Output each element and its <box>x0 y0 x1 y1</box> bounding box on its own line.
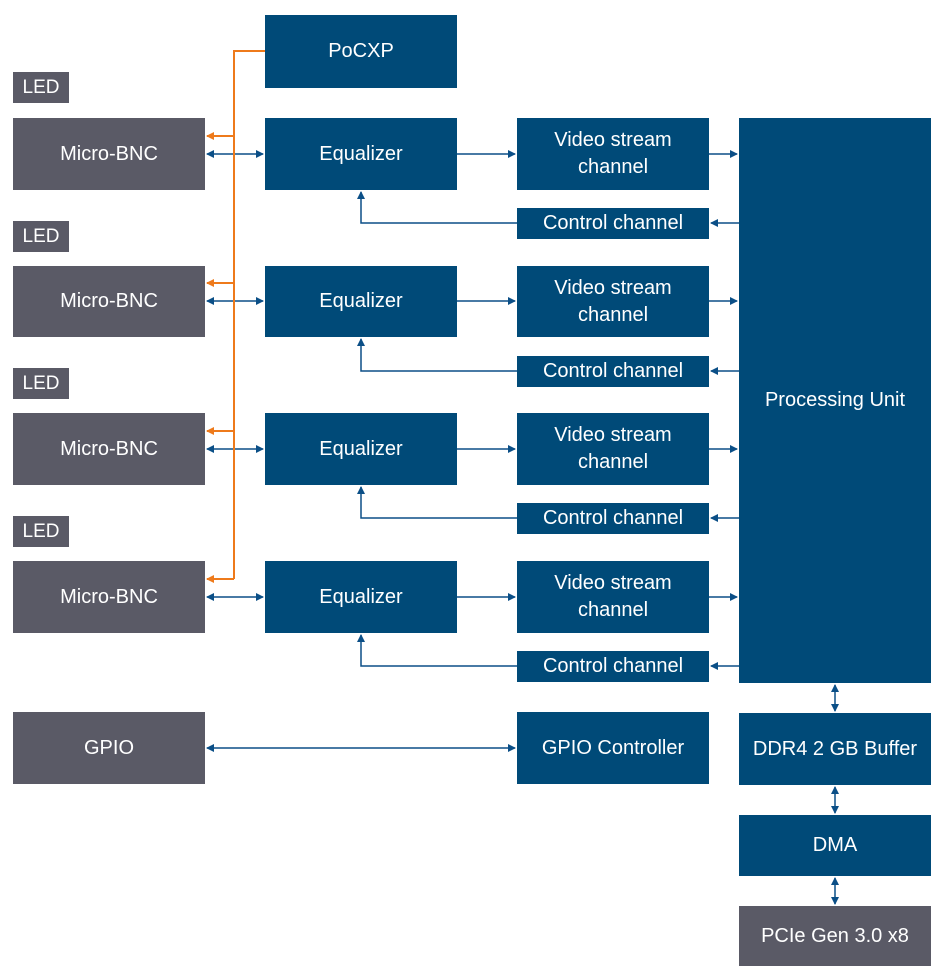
led-indicator: LED <box>13 516 69 547</box>
control-channel-block: Control channel <box>517 356 709 387</box>
micro-bnc-label: Micro-BNC <box>60 437 158 460</box>
video-stream-channel-block: Video stream channel <box>517 413 709 485</box>
equalizer-block: Equalizer <box>265 561 457 633</box>
led-indicator: LED <box>13 221 69 252</box>
equalizer-label: Equalizer <box>319 142 403 165</box>
control-channel-label: Control channel <box>542 212 684 234</box>
ddr4-buffer-block: DDR4 2 GB Buffer <box>739 713 931 785</box>
equalizer-block: Equalizer <box>265 266 457 337</box>
processing-unit-label: Processing Unit <box>764 389 906 411</box>
equalizer-label: Equalizer <box>319 585 403 608</box>
dma-label: DMA <box>812 834 858 856</box>
pcie-label: PCIe Gen 3.0 x8 <box>761 924 909 947</box>
pocxp-power-bus <box>233 50 265 579</box>
led-label: LED <box>22 373 60 394</box>
equalizer-label: Equalizer <box>319 437 403 460</box>
equalizer-label: Equalizer <box>319 290 403 312</box>
video-stream-channel-label: Video stream channel <box>554 129 672 178</box>
micro-bnc-label: Micro-BNC <box>60 290 158 312</box>
pocxp-block: PoCXP <box>265 15 457 88</box>
control-channel-block: Control channel <box>517 651 709 682</box>
gpio-controller-block: GPIO Controller <box>517 712 709 784</box>
video-stream-channel-block: Video stream channel <box>517 266 709 337</box>
micro-bnc-label: Micro-BNC <box>60 142 158 165</box>
control-equalizer-link <box>357 338 517 372</box>
gpio-controller-label: GPIO Controller <box>541 736 685 759</box>
micro-bnc-connector: Micro-BNC <box>13 413 205 485</box>
video-stream-channel-block: Video stream channel <box>517 118 709 190</box>
control-channel-label: Control channel <box>542 655 684 677</box>
control-equalizer-link <box>357 191 517 224</box>
control-equalizer-link <box>357 634 517 667</box>
video-stream-channel-block: Video stream channel <box>517 561 709 633</box>
led-label: LED <box>22 521 60 542</box>
control-channel-block: Control channel <box>517 503 709 534</box>
pcie-interface-block: PCIe Gen 3.0 x8 <box>739 906 931 966</box>
micro-bnc-connector: Micro-BNC <box>13 561 205 633</box>
micro-bnc-label: Micro-BNC <box>60 585 158 608</box>
led-indicator: LED <box>13 72 69 103</box>
video-stream-channel-label: Video stream channel <box>554 276 672 326</box>
pocxp-label: PoCXP <box>328 40 394 62</box>
control-equalizer-link <box>357 486 517 519</box>
control-channel-block: Control channel <box>517 208 709 239</box>
led-label: LED <box>22 226 60 247</box>
micro-bnc-connector: Micro-BNC <box>13 266 205 337</box>
processing-unit-block: Processing Unit <box>739 118 931 683</box>
led-label: LED <box>22 77 60 98</box>
video-stream-channel-label: Video stream channel <box>554 572 672 621</box>
control-channel-label: Control channel <box>542 360 684 382</box>
dma-block: DMA <box>739 815 931 876</box>
ddr4-buffer-label: DDR4 2 GB Buffer <box>752 737 918 760</box>
equalizer-block: Equalizer <box>265 118 457 190</box>
gpio-label: GPIO <box>83 736 134 759</box>
led-indicator: LED <box>13 368 69 399</box>
gpio-connector: GPIO <box>13 712 205 784</box>
equalizer-block: Equalizer <box>265 413 457 485</box>
control-channel-label: Control channel <box>542 507 684 529</box>
video-stream-channel-label: Video stream channel <box>554 424 672 473</box>
micro-bnc-connector: Micro-BNC <box>13 118 205 190</box>
